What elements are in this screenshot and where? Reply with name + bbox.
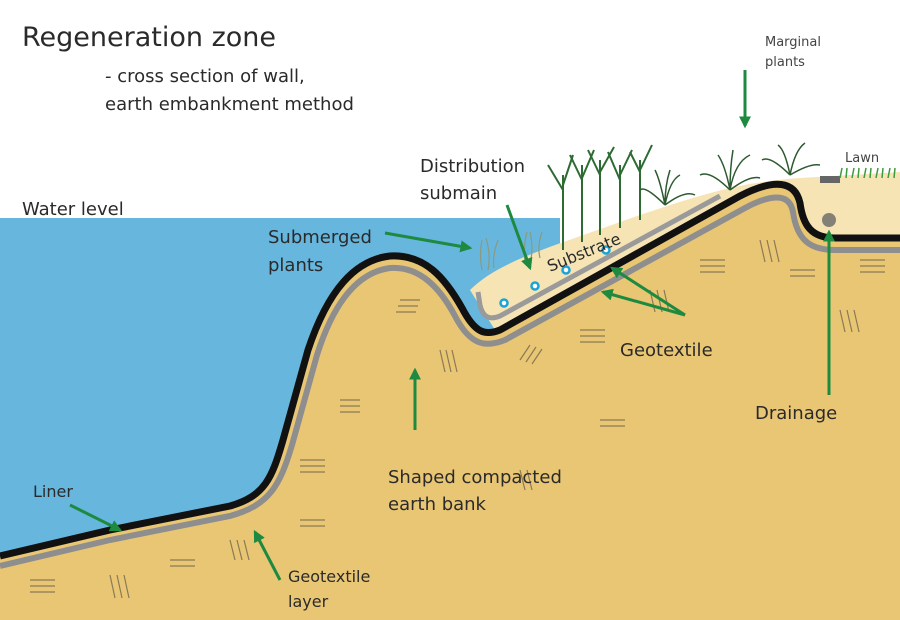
- earth-hatching: [30, 239, 885, 599]
- subtitle-line-1: - cross section of wall,: [105, 66, 305, 87]
- geotextile-line: [0, 194, 900, 569]
- earth-bank: [0, 186, 900, 620]
- distribution-pipes: [499, 245, 611, 308]
- substrate-layer: [470, 172, 900, 330]
- earth-bank-label-1: Shaped compacted: [388, 467, 562, 488]
- geotextile-layer-label-1: Geotextile: [288, 567, 370, 586]
- lawn-label: Lawn: [845, 151, 879, 166]
- distribution-label-2: submain: [420, 183, 497, 204]
- submerged-plants: [479, 231, 543, 271]
- drainage-pipe: [822, 213, 836, 227]
- reed-plants: [547, 144, 653, 250]
- water-level-label: Water level: [22, 199, 124, 220]
- marginal-plants-label-2: plants: [765, 55, 805, 70]
- geotextile-upper: [475, 193, 722, 321]
- distribution-label-1: Distribution: [420, 156, 525, 177]
- liner-line: [0, 180, 900, 560]
- drainage-label: Drainage: [755, 403, 837, 424]
- subtitle-line-2: earth embankment method: [105, 94, 354, 115]
- geotextile-layer-label-2: layer: [288, 592, 329, 611]
- earth-bank-label-2: earth bank: [388, 494, 487, 515]
- liner-label: Liner: [33, 482, 73, 501]
- geotextile-arrow-2: [600, 288, 686, 317]
- submerged-plants-label-2: plants: [268, 255, 323, 276]
- distribution-submain-arrow: [505, 204, 533, 271]
- diagram-title: Regeneration zone: [22, 22, 276, 53]
- submerged-plants-arrow: [384, 231, 473, 253]
- tussock-plants: [639, 142, 821, 206]
- lawn-edging: [820, 176, 840, 183]
- marginal-plants-label-1: Marginal: [765, 35, 821, 50]
- liner-arrow: [69, 503, 123, 532]
- geotextile-layer-arrow: [253, 529, 282, 581]
- submerged-plants-label-1: Submerged: [268, 227, 372, 248]
- geotextile-arrow-1: [609, 266, 686, 317]
- lawn-grass: [839, 167, 896, 179]
- geotextile-label: Geotextile: [620, 340, 713, 361]
